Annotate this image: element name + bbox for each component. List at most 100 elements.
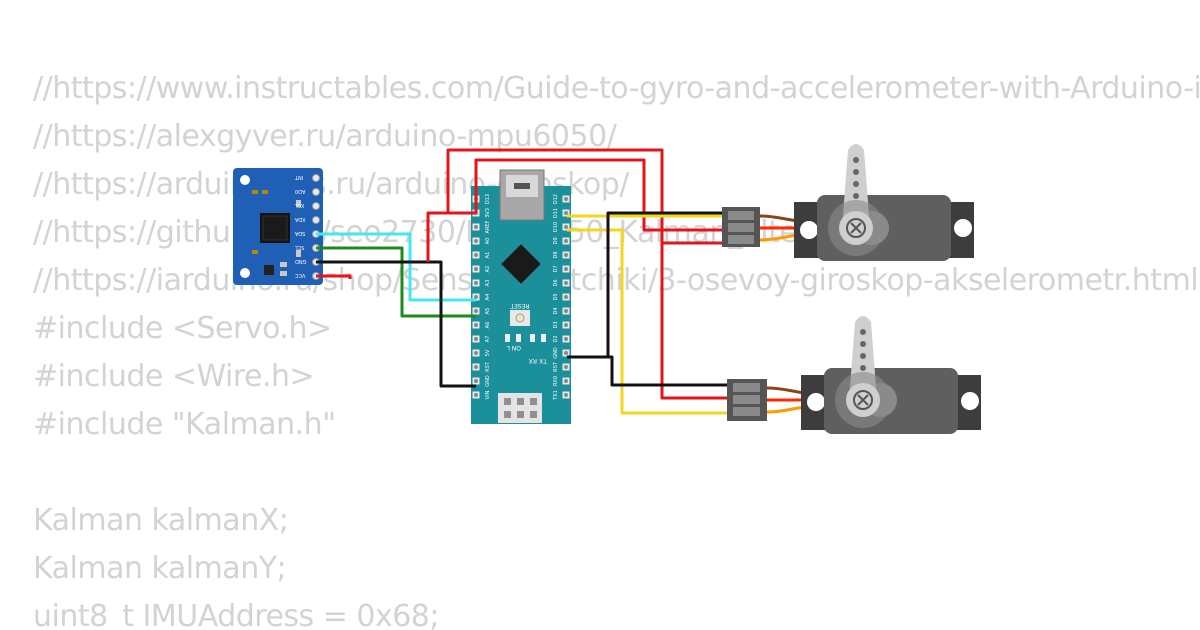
servo-motor-2[interactable] [727,316,981,434]
nano-pin-d10[interactable]: D10 [553,222,570,232]
nano-pin-label: D2 [553,335,559,342]
nano-pin-label: GND [485,375,491,387]
nano-pin-a6[interactable]: A6 [472,321,492,329]
wire-sda [316,232,476,302]
nano-pin-label: A1 [485,252,491,259]
usb-port-tongue [514,183,530,189]
nano-pin-a1[interactable]: A1 [472,251,492,259]
mounting-hole-icon [240,175,250,185]
wire-servo1-power [446,148,727,245]
nano-pin-5v[interactable]: 5V [472,349,492,357]
led-icon [505,334,510,342]
nano-pin-d9[interactable]: D9 [553,237,570,245]
nano-pin-a5[interactable]: A5 [472,307,492,315]
nano-pin-d5[interactable]: D5 [553,293,570,301]
nano-pin-label: D12 [553,194,559,204]
led-label-on: ON [512,344,521,351]
nano-pin-d3[interactable]: D3 [553,321,570,329]
nano-pin-a2[interactable]: A2 [472,265,492,273]
wire-scl [316,246,476,318]
wires [316,148,731,415]
screw-cross-icon [850,222,862,234]
smd-component [280,262,287,267]
nano-pin-gnd[interactable]: GND [553,347,570,359]
code-line: Kalman kalmanX; [33,503,289,538]
reset-label: RESET [510,302,530,309]
nano-pin-label: D13 [485,194,491,204]
nano-pin-label: TX1 [553,390,559,401]
nano-pin-d11[interactable]: D11 [553,208,570,218]
servo-motor-1[interactable] [722,144,974,261]
mpu-pin-gnd[interactable]: GND [295,258,320,266]
nano-pin-label: A4 [485,294,491,301]
wire-mpu-vcc [316,274,352,279]
nano-pin-label: GND [553,347,559,359]
wire-servo1-gnd [567,211,727,359]
mpu-pin-label: XDA [294,216,305,222]
wire-nano-power [426,211,476,262]
mpu-pin-ad0[interactable]: AD0 [295,188,320,196]
nano-pin-a4[interactable]: A4 [472,293,492,301]
nano-pin-label: A3 [485,280,491,287]
mounting-hole-icon [240,268,250,278]
mpu-pin-xcl[interactable]: XCL [295,202,320,210]
mpu-pin-label: INT [294,174,303,180]
smd-component [296,250,301,257]
code-line: #include "Kalman.h" [33,407,336,442]
nano-pin-label: 5V [485,349,491,356]
nano-pin-tx1[interactable]: TX1 [553,390,570,401]
code-line: Kalman kalmanY; [33,551,287,586]
nano-pin-aref[interactable]: AREF [472,220,492,233]
nano-pin-d6[interactable]: D6 [553,279,570,287]
nano-pin-a3[interactable]: A3 [472,279,492,287]
nano-pin-d4[interactable]: D4 [553,307,570,315]
nano-pin-label: A6 [485,322,491,329]
mpu-pin-xda[interactable]: XDA [294,216,320,224]
nano-pin-rst[interactable]: RST [472,361,492,372]
nano-pin-label: A7 [485,336,491,343]
nano-pin-d2[interactable]: D2 [553,335,570,343]
nano-pin-label: D3 [553,321,559,328]
icsp-pins [504,398,537,418]
nano-pin-vin[interactable]: VIN [472,390,492,399]
code-line: //https://www.instructables.com/Guide-to… [33,71,1200,106]
screw-icon [846,218,866,238]
arduino-nano[interactable]: RESET L ON RX TX D133V3AREFA0A1A2A3A4A5A… [471,169,571,424]
wire-servo2-signal [567,228,731,415]
nano-pin-rx0[interactable]: RX0 [553,376,570,386]
nano-pin-label: 3V3 [485,208,491,218]
nano-pin-label: RST [485,361,491,372]
nano-pin-label: D4 [553,307,559,314]
led-icon [541,334,546,342]
nano-pin-gnd[interactable]: GND [472,375,492,387]
screw-cross-icon [857,394,869,406]
mount-hole-icon [800,221,818,239]
mount-hole-icon [961,392,979,410]
nano-pin-d7[interactable]: D7 [553,265,570,273]
icsp-header [498,393,542,423]
nano-pin-label: A0 [485,238,491,245]
mpu-pin-int[interactable]: INT [294,174,320,182]
mount-hole-icon [807,393,825,411]
horn-hole-icon [860,353,866,359]
mpu-pin-label: SDA [294,230,305,236]
wire-mpu-gnd [316,260,476,388]
nano-pin-a7[interactable]: A7 [472,335,492,343]
code-line: //https://alexgyver.ru/arduino-mpu6050/ [33,119,617,154]
code-line: uint8_t IMUAddress = 0x68; [33,599,440,630]
smd-component [252,190,258,194]
nano-pin-a0[interactable]: A0 [472,237,492,245]
wire-servo2-gnd [567,355,731,387]
horn-hole-icon [860,341,866,347]
nano-pin-rst[interactable]: RST [553,361,570,372]
mpu-pin-label: GND [295,258,307,264]
connector-slot [733,407,760,416]
horn-hole-icon [853,181,859,187]
nano-pin-d8[interactable]: D8 [553,251,570,259]
led-icon [516,334,521,342]
nano-pin-d12[interactable]: D12 [553,194,570,204]
code-line: #include <Wire.h> [33,359,315,394]
